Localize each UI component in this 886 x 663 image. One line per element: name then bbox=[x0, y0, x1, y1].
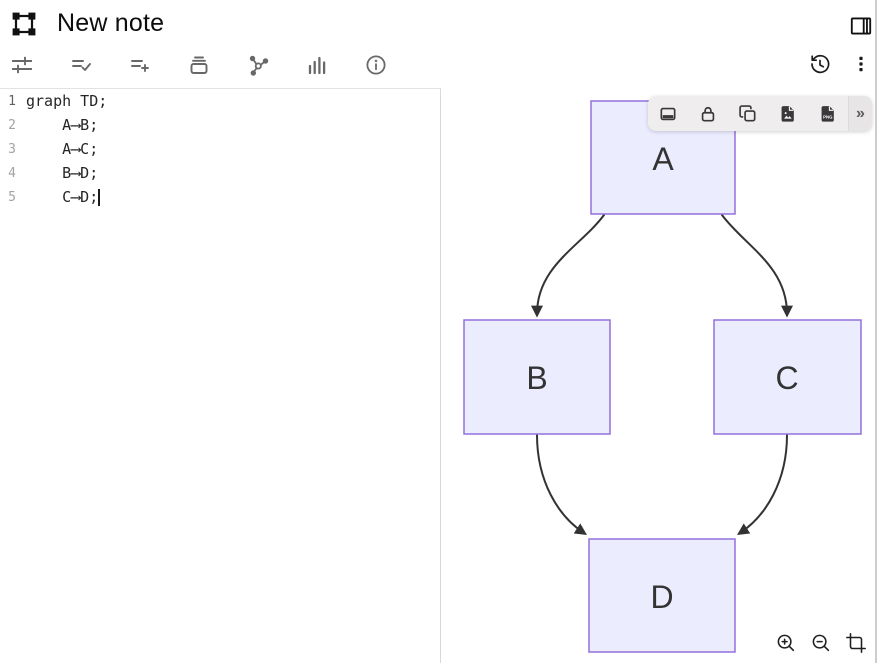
zoom-out-icon bbox=[810, 632, 832, 654]
node-label: B bbox=[526, 360, 547, 396]
history-button[interactable] bbox=[808, 50, 832, 78]
zoom-in-button[interactable] bbox=[775, 632, 797, 654]
png-file-icon: PNG bbox=[818, 104, 838, 124]
flowchart-icon bbox=[246, 53, 270, 77]
title-bar: New note bbox=[0, 0, 886, 48]
panel-bottom-button[interactable] bbox=[648, 96, 688, 131]
list-check-button[interactable] bbox=[69, 51, 93, 79]
line-number: 5 bbox=[8, 189, 16, 205]
adjustments-icon bbox=[10, 53, 34, 77]
flowchart-button[interactable] bbox=[246, 51, 270, 79]
code-text: A⟶B; bbox=[26, 116, 99, 134]
code-line: 3 A⟶C; bbox=[0, 137, 440, 161]
canvas-zoom-controls bbox=[775, 632, 867, 654]
chevrons-right-icon: » bbox=[856, 104, 865, 122]
bar-chart-button[interactable] bbox=[305, 51, 329, 79]
list-check-icon bbox=[69, 53, 93, 77]
scrollbar-gutter-line bbox=[875, 0, 877, 663]
zoom-in-icon bbox=[775, 632, 797, 654]
kebab-menu-icon bbox=[849, 52, 873, 76]
crop-button[interactable] bbox=[845, 632, 867, 654]
toolbar-right-group bbox=[808, 50, 873, 78]
panel-right-toggle-button[interactable] bbox=[848, 13, 874, 39]
bar-chart-icon bbox=[305, 53, 329, 77]
list-plus-icon bbox=[128, 53, 152, 77]
code-text: C⟶D; bbox=[26, 188, 99, 206]
list-plus-button[interactable] bbox=[128, 51, 152, 79]
main-toolbar bbox=[0, 48, 886, 88]
flowchart-node-c: C bbox=[713, 319, 862, 435]
copy-button[interactable] bbox=[728, 96, 768, 131]
node-label: D bbox=[650, 579, 673, 615]
info-button[interactable] bbox=[364, 51, 388, 79]
diagram-preview-pane: A B C D bbox=[441, 88, 875, 663]
code-editor[interactable]: 1 graph TD; 2 A⟶B; 3 A⟶C; 4 B⟶D; 5 C⟶D; bbox=[0, 89, 440, 663]
png-label: PNG bbox=[823, 114, 833, 119]
crop-icon bbox=[845, 632, 867, 654]
code-line: 5 C⟶D; bbox=[0, 185, 440, 209]
flowchart-canvas[interactable]: A B C D bbox=[441, 88, 875, 663]
expand-toolbar-button[interactable]: » bbox=[848, 96, 872, 131]
archive-icon bbox=[187, 53, 211, 77]
line-number: 4 bbox=[8, 165, 16, 181]
text-cursor bbox=[98, 188, 100, 206]
app-logo-object-group-icon bbox=[10, 10, 38, 38]
flowchart-node-d: D bbox=[588, 538, 736, 653]
code-line: 1 graph TD; bbox=[0, 89, 440, 113]
node-label: C bbox=[775, 360, 798, 396]
panel-bottom-icon bbox=[658, 104, 678, 124]
archive-button[interactable] bbox=[187, 51, 211, 79]
copy-icon bbox=[738, 104, 758, 124]
image-file-icon bbox=[778, 104, 798, 124]
code-text: graph TD; bbox=[26, 92, 108, 110]
edge-a-to-b bbox=[531, 214, 605, 318]
edge-a-to-c bbox=[721, 214, 793, 318]
code-text: A⟶C; bbox=[26, 140, 99, 158]
history-icon bbox=[808, 52, 832, 76]
code-line: 2 A⟶B; bbox=[0, 113, 440, 137]
kebab-menu-button[interactable] bbox=[849, 50, 873, 78]
code-text: B⟶D; bbox=[26, 164, 99, 182]
zoom-out-button[interactable] bbox=[810, 632, 832, 654]
header-divider bbox=[0, 88, 875, 89]
adjustments-button[interactable] bbox=[10, 51, 34, 79]
edge-c-to-d bbox=[736, 434, 788, 535]
page-title: New note bbox=[57, 9, 165, 37]
code-line: 4 B⟶D; bbox=[0, 161, 440, 185]
canvas-toolbar: PNG » bbox=[648, 96, 872, 131]
info-icon bbox=[364, 53, 388, 77]
edge-b-to-d bbox=[536, 434, 588, 535]
flowchart-node-b: B bbox=[463, 319, 611, 435]
png-export-button[interactable]: PNG bbox=[808, 96, 848, 131]
pane-divider[interactable] bbox=[440, 89, 442, 663]
image-export-button[interactable] bbox=[768, 96, 808, 131]
line-number: 3 bbox=[8, 141, 16, 157]
line-number: 2 bbox=[8, 117, 16, 133]
lock-button[interactable] bbox=[688, 96, 728, 131]
line-number: 1 bbox=[8, 93, 16, 109]
toolbar-left-group bbox=[10, 51, 388, 79]
node-label: A bbox=[652, 141, 674, 177]
lock-icon bbox=[698, 104, 718, 124]
